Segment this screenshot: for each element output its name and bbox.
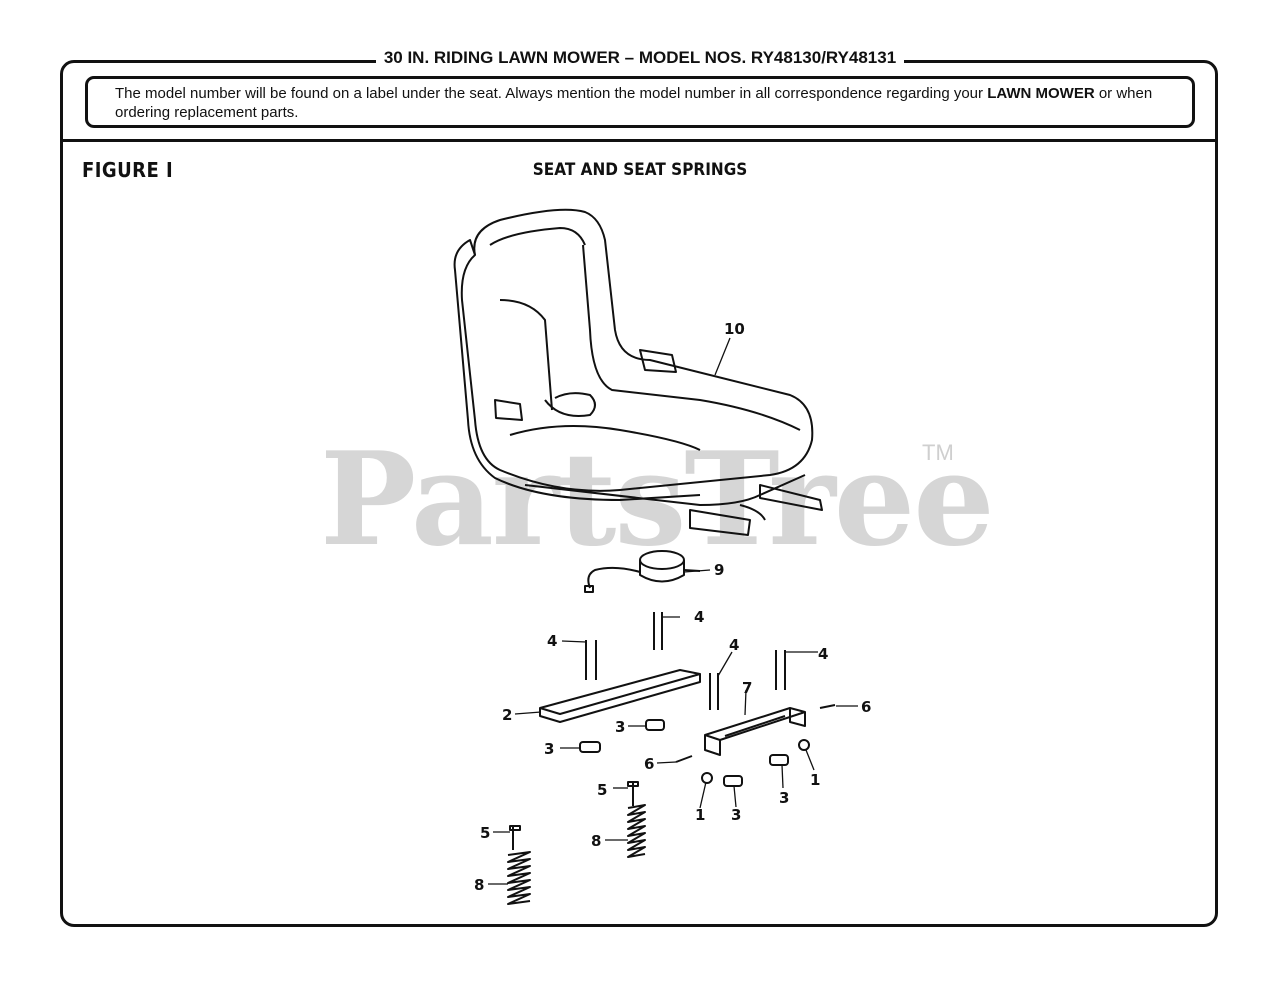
seat-switch-part bbox=[584, 550, 701, 593]
figure-title: SEAT AND SEAT SPRINGS bbox=[532, 160, 748, 180]
callout-3-b: 3 bbox=[544, 740, 554, 758]
model-number-notice: The model number will be found on a labe… bbox=[85, 76, 1195, 128]
bushings-and-bolts bbox=[675, 704, 836, 784]
callout-9: 9 bbox=[714, 561, 724, 579]
callout-2: 2 bbox=[502, 706, 512, 724]
callout-3-a: 3 bbox=[615, 718, 625, 736]
callout-4-b: 4 bbox=[547, 632, 557, 650]
leader-lines bbox=[488, 337, 858, 885]
callout-6-b: 6 bbox=[644, 755, 654, 773]
springs-8 bbox=[507, 781, 646, 905]
bolts-4 bbox=[585, 612, 786, 710]
nuts-3 bbox=[579, 719, 789, 787]
callout-1-b: 1 bbox=[695, 806, 705, 824]
callout-3-d: 3 bbox=[731, 806, 741, 824]
callout-7: 7 bbox=[742, 679, 752, 697]
callout-4-c: 4 bbox=[729, 636, 739, 654]
seat-rail-left bbox=[539, 669, 701, 723]
seat-rail-right bbox=[704, 707, 806, 756]
callout-4-a: 4 bbox=[694, 608, 704, 626]
callout-5-b: 5 bbox=[480, 824, 490, 842]
callout-8-b: 8 bbox=[474, 876, 484, 894]
callout-3-c: 3 bbox=[779, 789, 789, 807]
page-title: 30 IN. RIDING LAWN MOWER – MODEL NOS. RY… bbox=[0, 48, 1280, 68]
header-divider bbox=[60, 139, 1218, 142]
figure-label: FIGURE I bbox=[82, 158, 174, 182]
callout-10: 10 bbox=[724, 320, 745, 338]
watermark-tm: TM bbox=[922, 440, 954, 465]
callout-5-a: 5 bbox=[597, 781, 607, 799]
callout-8-a: 8 bbox=[591, 832, 601, 850]
callout-6-a: 6 bbox=[861, 698, 871, 716]
seat-part bbox=[453, 208, 823, 536]
callout-4-d: 4 bbox=[818, 645, 828, 663]
callout-1-a: 1 bbox=[810, 771, 820, 789]
